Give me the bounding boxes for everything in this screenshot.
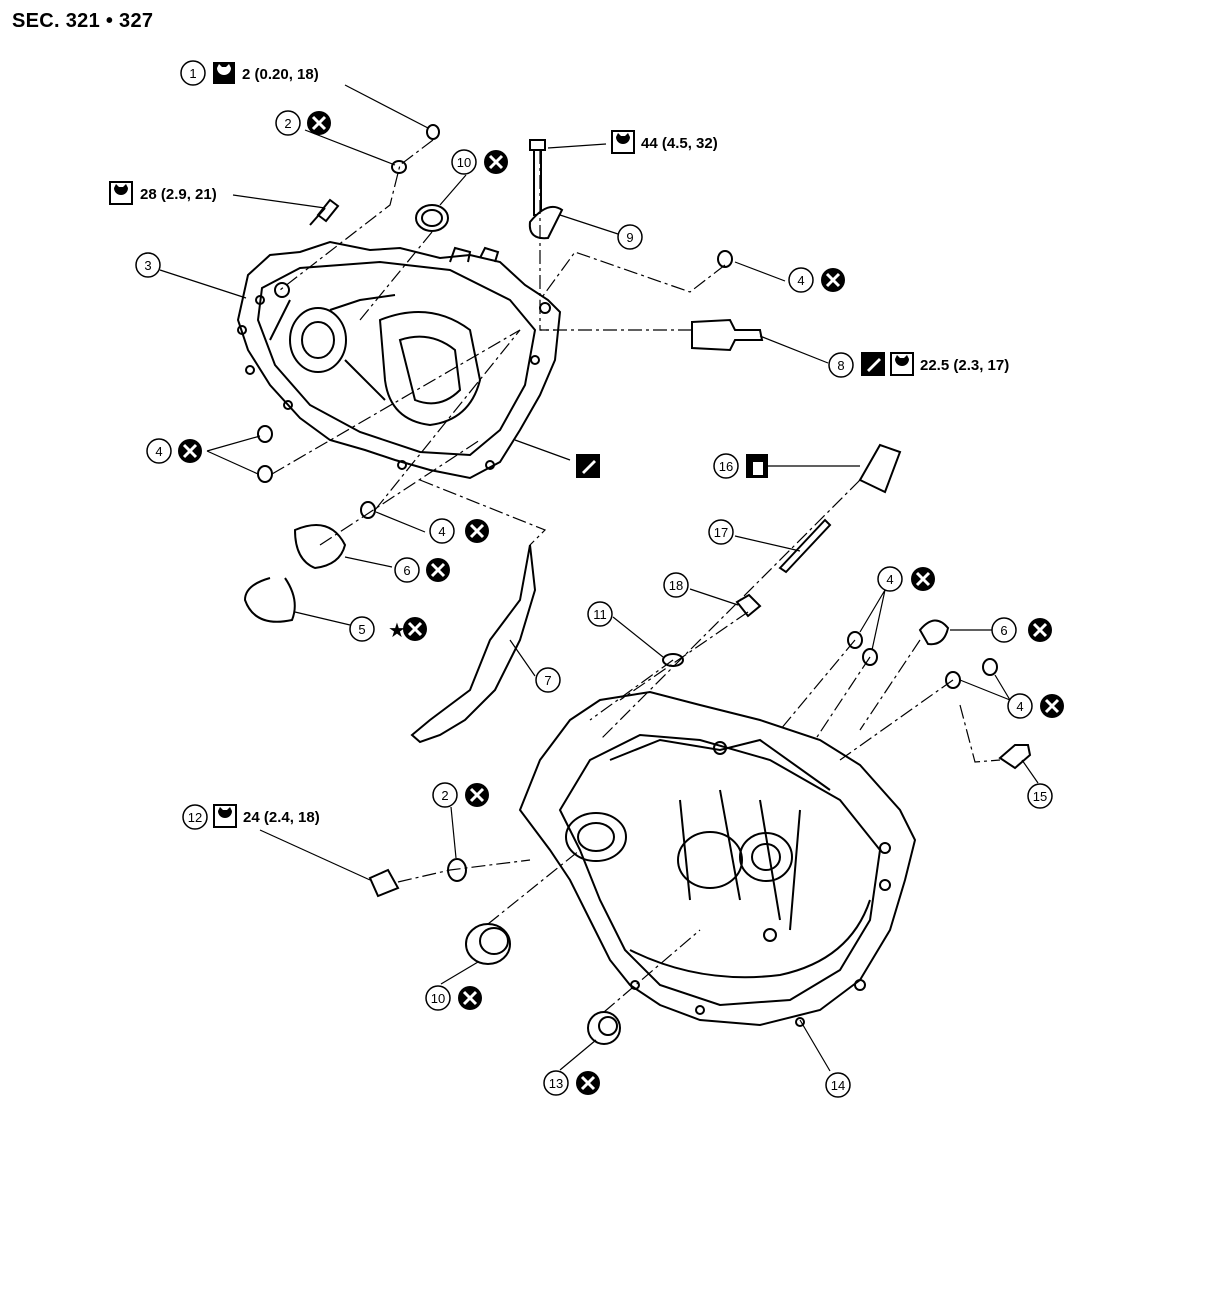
svg-text:7: 7 [544, 673, 551, 688]
transmission-case [518, 690, 917, 1027]
svg-text:1: 1 [189, 66, 196, 81]
callouts: 1 2 3 10 9 4 8 4 4 6 5 7 16 17 18 11 4 6… [135, 60, 1053, 1098]
callout-14: 14 [825, 1072, 851, 1098]
leader-lines [159, 84, 1039, 1072]
callout-8: 8 [828, 352, 854, 378]
svg-text:4: 4 [1016, 699, 1023, 714]
svg-text:13: 13 [549, 1076, 563, 1091]
svg-text:4: 4 [797, 273, 804, 288]
svg-text:5: 5 [358, 622, 365, 637]
svg-text:11: 11 [593, 607, 607, 622]
callout-4-a: 4 [788, 267, 814, 293]
callout-11: 11 [587, 601, 613, 627]
spec-28: 28 (2.9, 21) [140, 186, 217, 203]
svg-text:2: 2 [441, 788, 448, 803]
spec-1: 2 (0.20, 18) [242, 66, 319, 83]
torque-wrench-icon [109, 181, 133, 205]
svg-text:18: 18 [669, 578, 683, 593]
callout-16: 16 [713, 453, 739, 479]
svg-text:8: 8 [837, 358, 844, 373]
callout-4-b: 4 [146, 438, 172, 464]
svg-text:4: 4 [886, 572, 893, 587]
callout-10-upper: 10 [451, 149, 477, 175]
specs: 2 (0.20, 18) 28 (2.9, 21) 44 (4.5, 32) 2… [109, 62, 1066, 1097]
torque-wrench-icon [213, 62, 235, 84]
svg-text:6: 6 [1000, 623, 1007, 638]
x-circle-icon [463, 781, 491, 809]
section-header: SEC. 321 • 327 [12, 10, 154, 32]
callout-4-c: 4 [429, 518, 455, 544]
svg-text:4: 4 [155, 444, 162, 459]
svg-text:6: 6 [403, 563, 410, 578]
callout-10-lower: 10 [425, 985, 451, 1011]
sealant-icon [576, 454, 600, 478]
svg-text:14: 14 [831, 1078, 845, 1093]
svg-text:17: 17 [714, 525, 728, 540]
callout-6-upper: 6 [394, 557, 420, 583]
clutch-housing [236, 240, 562, 480]
svg-text:15: 15 [1033, 789, 1047, 804]
callout-15: 15 [1027, 783, 1053, 809]
spec-8: 22.5 (2.3, 17) [920, 357, 1009, 374]
star-icon: ★ [388, 620, 406, 642]
svg-text:10: 10 [431, 991, 445, 1006]
x-circle-icon [305, 109, 333, 137]
callout-3: 3 [135, 252, 161, 278]
callout-18: 18 [663, 572, 689, 598]
x-circle-icon [1026, 616, 1054, 644]
callout-6-lower: 6 [991, 617, 1017, 643]
x-circle-icon [819, 266, 847, 294]
torque-wrench-icon [611, 130, 635, 154]
assembly-lines [271, 139, 1001, 1013]
callout-1: 1 [180, 60, 206, 86]
svg-text:12: 12 [188, 810, 202, 825]
callout-5: 5 [349, 616, 375, 642]
x-circle-icon [456, 984, 484, 1012]
x-circle-icon [1038, 692, 1066, 720]
callout-13: 13 [543, 1070, 569, 1096]
torque-wrench-icon [213, 804, 237, 828]
spec-12: 24 (2.4, 18) [243, 809, 320, 826]
callout-2-lower: 2 [432, 782, 458, 808]
callout-17: 17 [708, 519, 734, 545]
callout-2-upper: 2 [275, 110, 301, 136]
svg-text:4: 4 [438, 524, 445, 539]
svg-text:3: 3 [144, 258, 151, 273]
sealant-icon [861, 352, 885, 376]
x-circle-icon [909, 565, 937, 593]
x-circle-icon [482, 148, 510, 176]
callout-9: 9 [617, 224, 643, 250]
svg-text:2: 2 [284, 116, 291, 131]
grease-icon [746, 454, 768, 478]
x-circle-icon [401, 615, 429, 643]
x-circle-icon [463, 517, 491, 545]
callout-12: 12 [182, 804, 208, 830]
callout-7: 7 [535, 667, 561, 693]
x-circle-icon [574, 1069, 602, 1097]
callout-4-d: 4 [877, 566, 903, 592]
svg-text:16: 16 [719, 459, 733, 474]
svg-text:9: 9 [626, 230, 633, 245]
x-circle-icon [176, 437, 204, 465]
svg-text:10: 10 [457, 155, 471, 170]
torque-wrench-icon [890, 352, 914, 376]
x-circle-icon [424, 556, 452, 584]
callout-4-e: 4 [1007, 693, 1033, 719]
spec-44: 44 (4.5, 32) [641, 135, 718, 152]
